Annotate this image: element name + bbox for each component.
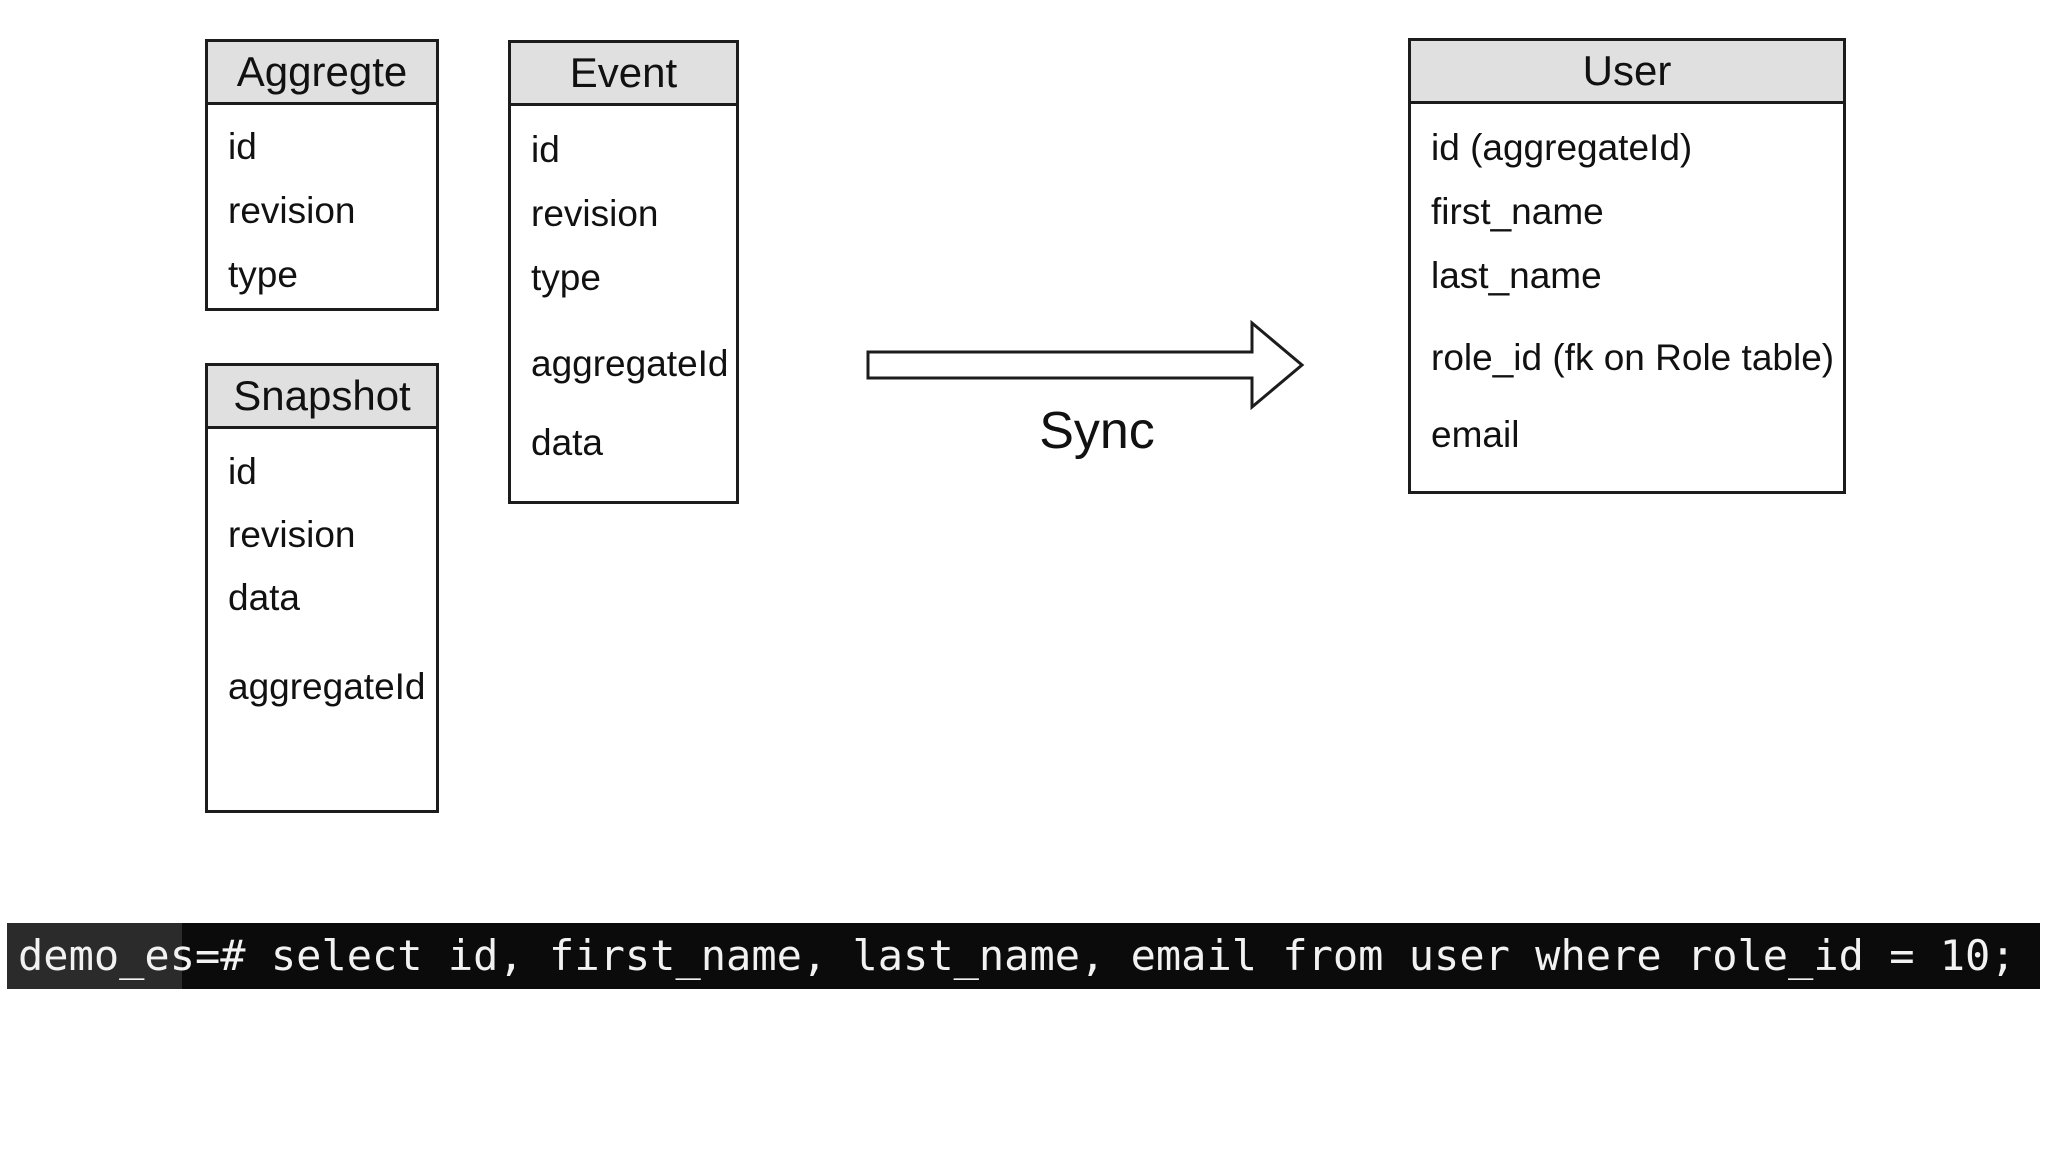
table-fields: id revision type aggregateId data (511, 106, 736, 475)
field-row: data (228, 576, 301, 618)
terminal-command: select id, first_name, last_name, email … (245, 931, 2016, 980)
field-row: role_id (fk on Role table) (1431, 337, 1835, 378)
table-event: Event id revision type aggregateId data (508, 40, 739, 504)
table-aggregate: Aggregte id revision type (205, 39, 439, 311)
field-row: aggregateId (228, 665, 426, 707)
table-fields: id (aggregateId) first_name last_name ro… (1411, 104, 1843, 467)
field-row: last_name (1431, 255, 1602, 296)
field-row: id (aggregateId) (1431, 127, 1693, 168)
terminal-prompt-suffix: =# (195, 931, 246, 980)
sync-arrow-icon (866, 320, 1305, 410)
terminal-bar: demo_es=# select id, first_name, last_na… (7, 923, 2040, 989)
table-title: Event (511, 43, 736, 106)
field-row: revision (228, 190, 356, 231)
field-row: type (228, 254, 298, 295)
sync-label: Sync (1039, 402, 1155, 460)
field-row: id (531, 129, 560, 170)
table-fields: id revision type (208, 105, 436, 307)
table-title: User (1411, 41, 1843, 104)
field-row: revision (531, 193, 659, 234)
field-row: aggregateId (531, 343, 729, 384)
terminal-line: demo_es=# select id, first_name, last_na… (18, 923, 2016, 989)
field-row: revision (228, 513, 356, 555)
terminal-prompt-user: demo_es (18, 931, 196, 980)
table-snapshot: Snapshot id revision data aggregateId (205, 363, 439, 813)
prompt-highlight (7, 923, 182, 989)
table-user: User id (aggregateId) first_name last_na… (1408, 38, 1846, 494)
field-row: id (228, 126, 257, 167)
table-title: Aggregte (208, 42, 436, 105)
field-row: email (1431, 414, 1520, 455)
field-row: data (531, 422, 604, 463)
field-row: type (531, 257, 601, 298)
table-title: Snapshot (208, 366, 436, 429)
field-row: first_name (1431, 191, 1604, 232)
field-row: id (228, 450, 257, 492)
table-fields: id revision data aggregateId (208, 429, 436, 718)
